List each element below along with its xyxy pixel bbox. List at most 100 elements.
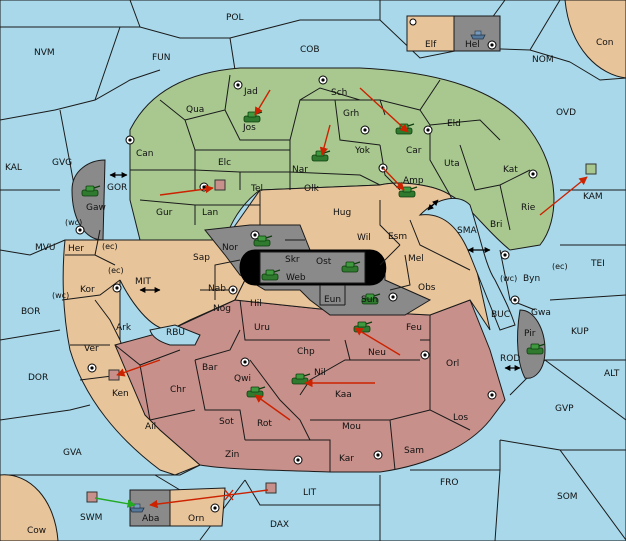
sea-sma-channel[interactable] (418, 197, 516, 331)
label-ec1: (ec) (102, 242, 118, 251)
label-sap: Sap (193, 253, 210, 263)
passage-arrows (109, 172, 521, 371)
label-mel: Mel (408, 254, 424, 264)
label-rot: Rot (257, 419, 272, 429)
land-elf[interactable] (406, 15, 455, 52)
sc-sch (318, 75, 328, 85)
label-nil: Nil (314, 368, 326, 378)
label-gaw: Gaw (86, 203, 106, 213)
label-wc3: (wc) (500, 274, 517, 283)
unit-tel-marker (214, 179, 226, 191)
label-amp: Amp (403, 176, 424, 186)
sc-neu (420, 350, 430, 360)
label-elc: Elc (218, 158, 231, 168)
label-dax: DAX (270, 520, 289, 530)
label-kaa: Kaa (335, 390, 352, 400)
label-hil: Hil (250, 299, 262, 309)
label-dor: DOR (28, 373, 48, 383)
label-fun: FUN (152, 53, 171, 63)
label-ec3: (ec) (552, 262, 568, 271)
sc-ver (87, 363, 97, 373)
sc-nor (250, 230, 260, 240)
label-cob: COB (300, 45, 320, 55)
label-gvg: GVG (52, 158, 72, 168)
label-orl: Orl (446, 359, 459, 369)
label-sam: Sam (404, 446, 424, 456)
sc-wc (510, 295, 520, 305)
label-car: Car (406, 146, 422, 156)
label-chp: Chp (297, 347, 315, 357)
unit-lit-marker (265, 482, 277, 494)
label-olk: Olk (304, 184, 320, 194)
sc-hel (487, 40, 497, 50)
label-gva: GVA (63, 448, 83, 458)
label-swm: SWM (80, 513, 102, 523)
label-lit: LIT (303, 488, 317, 498)
label-feu: Feu (406, 323, 422, 333)
label-ver: Ver (84, 344, 99, 354)
label-obs: Obs (418, 283, 436, 293)
label-buc: BUC (491, 310, 510, 320)
label-grh: Grh (343, 109, 359, 119)
label-nog: Nog (213, 304, 231, 314)
label-mou: Mou (342, 422, 361, 432)
label-nvm: NVM (34, 48, 55, 58)
label-ovd: OVD (556, 108, 576, 118)
label-sch: Sch (331, 88, 347, 98)
label-rod: ROD (500, 354, 520, 364)
sc-bri (500, 250, 510, 260)
sc-grh (360, 125, 370, 135)
orders (94, 87, 588, 509)
labels: POL NVM FUN COB NOM Con OVD Elf Hel KAL … (5, 13, 620, 536)
sc-zin (293, 455, 303, 465)
label-jos: Jos (242, 123, 256, 133)
land-skr-web-ost[interactable] (259, 251, 366, 284)
sc-jad (233, 80, 243, 90)
label-alt: ALT (604, 369, 620, 379)
label-sot: Sot (219, 417, 234, 427)
sc-kar (373, 450, 383, 460)
label-qua: Qua (186, 105, 204, 115)
unit-swm-marker (86, 491, 98, 503)
label-nab: Nab (208, 284, 226, 294)
label-kat: Kat (503, 165, 518, 175)
sc-kat (528, 169, 538, 179)
label-rie: Rie (521, 203, 536, 213)
sea-rbu-inlet[interactable] (149, 324, 201, 346)
region-west-ring (62, 239, 261, 476)
label-wc2: (wc) (52, 291, 69, 300)
label-jad: Jad (243, 87, 258, 97)
label-can: Can (136, 149, 154, 159)
label-hel: Hel (465, 40, 480, 50)
label-los: Los (453, 413, 468, 423)
label-ark: Ark (116, 323, 132, 333)
label-kor: Kor (80, 285, 95, 295)
label-rbu: RBU (166, 328, 185, 338)
label-cow: Cow (27, 526, 46, 536)
label-pol: POL (226, 13, 244, 23)
label-ec2: (ec) (108, 266, 124, 275)
label-orn: Orn (188, 514, 204, 524)
label-nom: NOM (532, 55, 554, 65)
sc-elf (409, 18, 417, 26)
label-neu: Neu (368, 348, 386, 358)
label-ail: Ail (145, 422, 156, 432)
label-tei: TEI (590, 259, 605, 269)
label-nor: Nor (222, 243, 238, 253)
label-nar: Nar (292, 165, 308, 175)
province-borders (61, 74, 536, 472)
label-kup: KUP (571, 327, 589, 337)
label-wc1: (wc) (65, 218, 82, 227)
label-kam: KAM (583, 192, 603, 202)
label-bar: Bar (202, 363, 218, 373)
supply-centers (75, 18, 538, 513)
sc-kor (112, 283, 122, 293)
unit-kam-marker (585, 163, 597, 175)
label-sun: Sun (361, 295, 378, 305)
label-uta: Uta (444, 159, 460, 169)
label-web: Web (286, 273, 306, 283)
label-esm: Esm (388, 232, 407, 242)
label-elf: Elf (425, 40, 437, 50)
